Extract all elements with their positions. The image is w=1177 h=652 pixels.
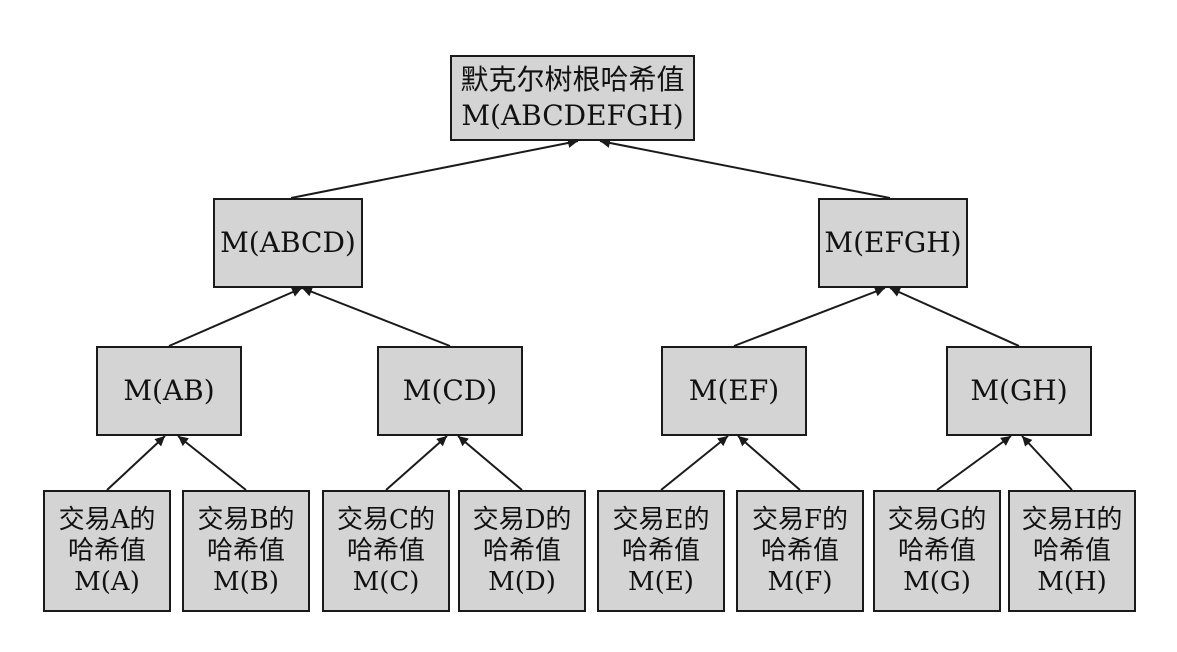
hash-node-ab: M(AB) [96,346,242,436]
hash-node-ef: M(EF) [661,346,807,436]
hash-node-ef-label: M(EF) [688,374,780,407]
leaf-e-line-2: 哈希值 [621,535,700,566]
leaf-g-line-3: M(G) [903,566,971,597]
hash-node-abcd: M(ABCD) [213,198,363,288]
arrow-efgh-to-abcd [599,138,891,199]
leaf-d-line-1: 交易D的 [472,504,572,535]
leaf-b-line-3: M(B) [212,566,279,597]
leaf-e-line-3: M(E) [628,566,694,597]
arrow-cd-to-abcd [301,286,451,347]
leaf-h-line-3: M(H) [1037,566,1107,597]
arrow-d-to-cd [457,435,523,491]
arrow-ab-to-abcd [290,138,579,199]
leaf-a-line-3: M(A) [74,566,140,597]
leaf-f-line-3: M(F) [767,566,833,597]
leaf-e-line-1: 交易E的 [612,504,710,535]
hash-node-ab-label: M(AB) [123,374,215,407]
arrow-f-to-ef [737,435,801,491]
hash-node-cd: M(CD) [377,346,523,436]
arrow-ef-to-efgh [733,286,886,347]
leaf-c-line-3: M(C) [352,566,420,597]
leaf-hash-d: 交易D的 哈希值 M(D) [458,490,586,612]
leaf-g-line-2: 哈希值 [897,535,976,566]
root-hash-node: 默克尔树根哈希值 M(ABCDEFGH) [450,55,695,141]
arrow-c-to-cd [385,435,448,491]
leaf-c-line-2: 哈希值 [346,535,425,566]
leaf-a-line-1: 交易A的 [58,504,156,535]
hash-node-gh: M(GH) [946,346,1092,436]
leaf-hash-f: 交易F的 哈希值 M(F) [736,490,864,612]
arrow-gh-to-efgh [889,287,1020,347]
leaf-a-line-2: 哈希值 [67,535,146,566]
leaf-hash-c: 交易C的 哈希值 M(C) [322,490,450,612]
leaf-d-line-2: 哈希值 [482,535,561,566]
leaf-hash-g: 交易G的 哈希值 M(G) [873,490,1001,612]
hash-node-efgh: M(EFGH) [818,198,968,288]
leaf-d-line-3: M(D) [488,566,556,597]
arrow-b-to-ab [177,435,247,491]
arrow-ab-to-abcd-l2 [168,287,303,347]
hash-node-gh-label: M(GH) [970,374,1068,407]
arrow-h-to-gh [1021,435,1073,491]
hash-node-abcd-label: M(ABCD) [220,226,356,259]
arrow-e-to-ef [660,435,729,491]
hash-node-efgh-label: M(EFGH) [824,226,962,259]
leaf-b-line-2: 哈希值 [206,535,285,566]
leaf-f-line-2: 哈希值 [760,535,839,566]
leaf-c-line-1: 交易C的 [337,504,435,535]
root-hash-label: M(ABCDEFGH) [461,99,684,132]
leaf-hash-b: 交易B的 哈希值 M(B) [182,490,310,612]
leaf-hash-e: 交易E的 哈希值 M(E) [597,490,725,612]
leaf-f-line-1: 交易F的 [751,504,849,535]
leaf-hash-h: 交易H的 哈希值 M(H) [1008,490,1136,612]
arrow-g-to-gh [936,435,1012,491]
leaf-hash-a: 交易A的 哈希值 M(A) [43,490,171,612]
leaf-h-line-1: 交易H的 [1021,504,1123,535]
root-hash-title: 默克尔树根哈希值 [460,63,685,96]
leaf-b-line-1: 交易B的 [197,504,295,535]
leaf-h-line-2: 哈希值 [1032,535,1111,566]
leaf-g-line-1: 交易G的 [887,504,987,535]
hash-node-cd-label: M(CD) [402,374,498,407]
arrow-a-to-ab [106,435,166,491]
